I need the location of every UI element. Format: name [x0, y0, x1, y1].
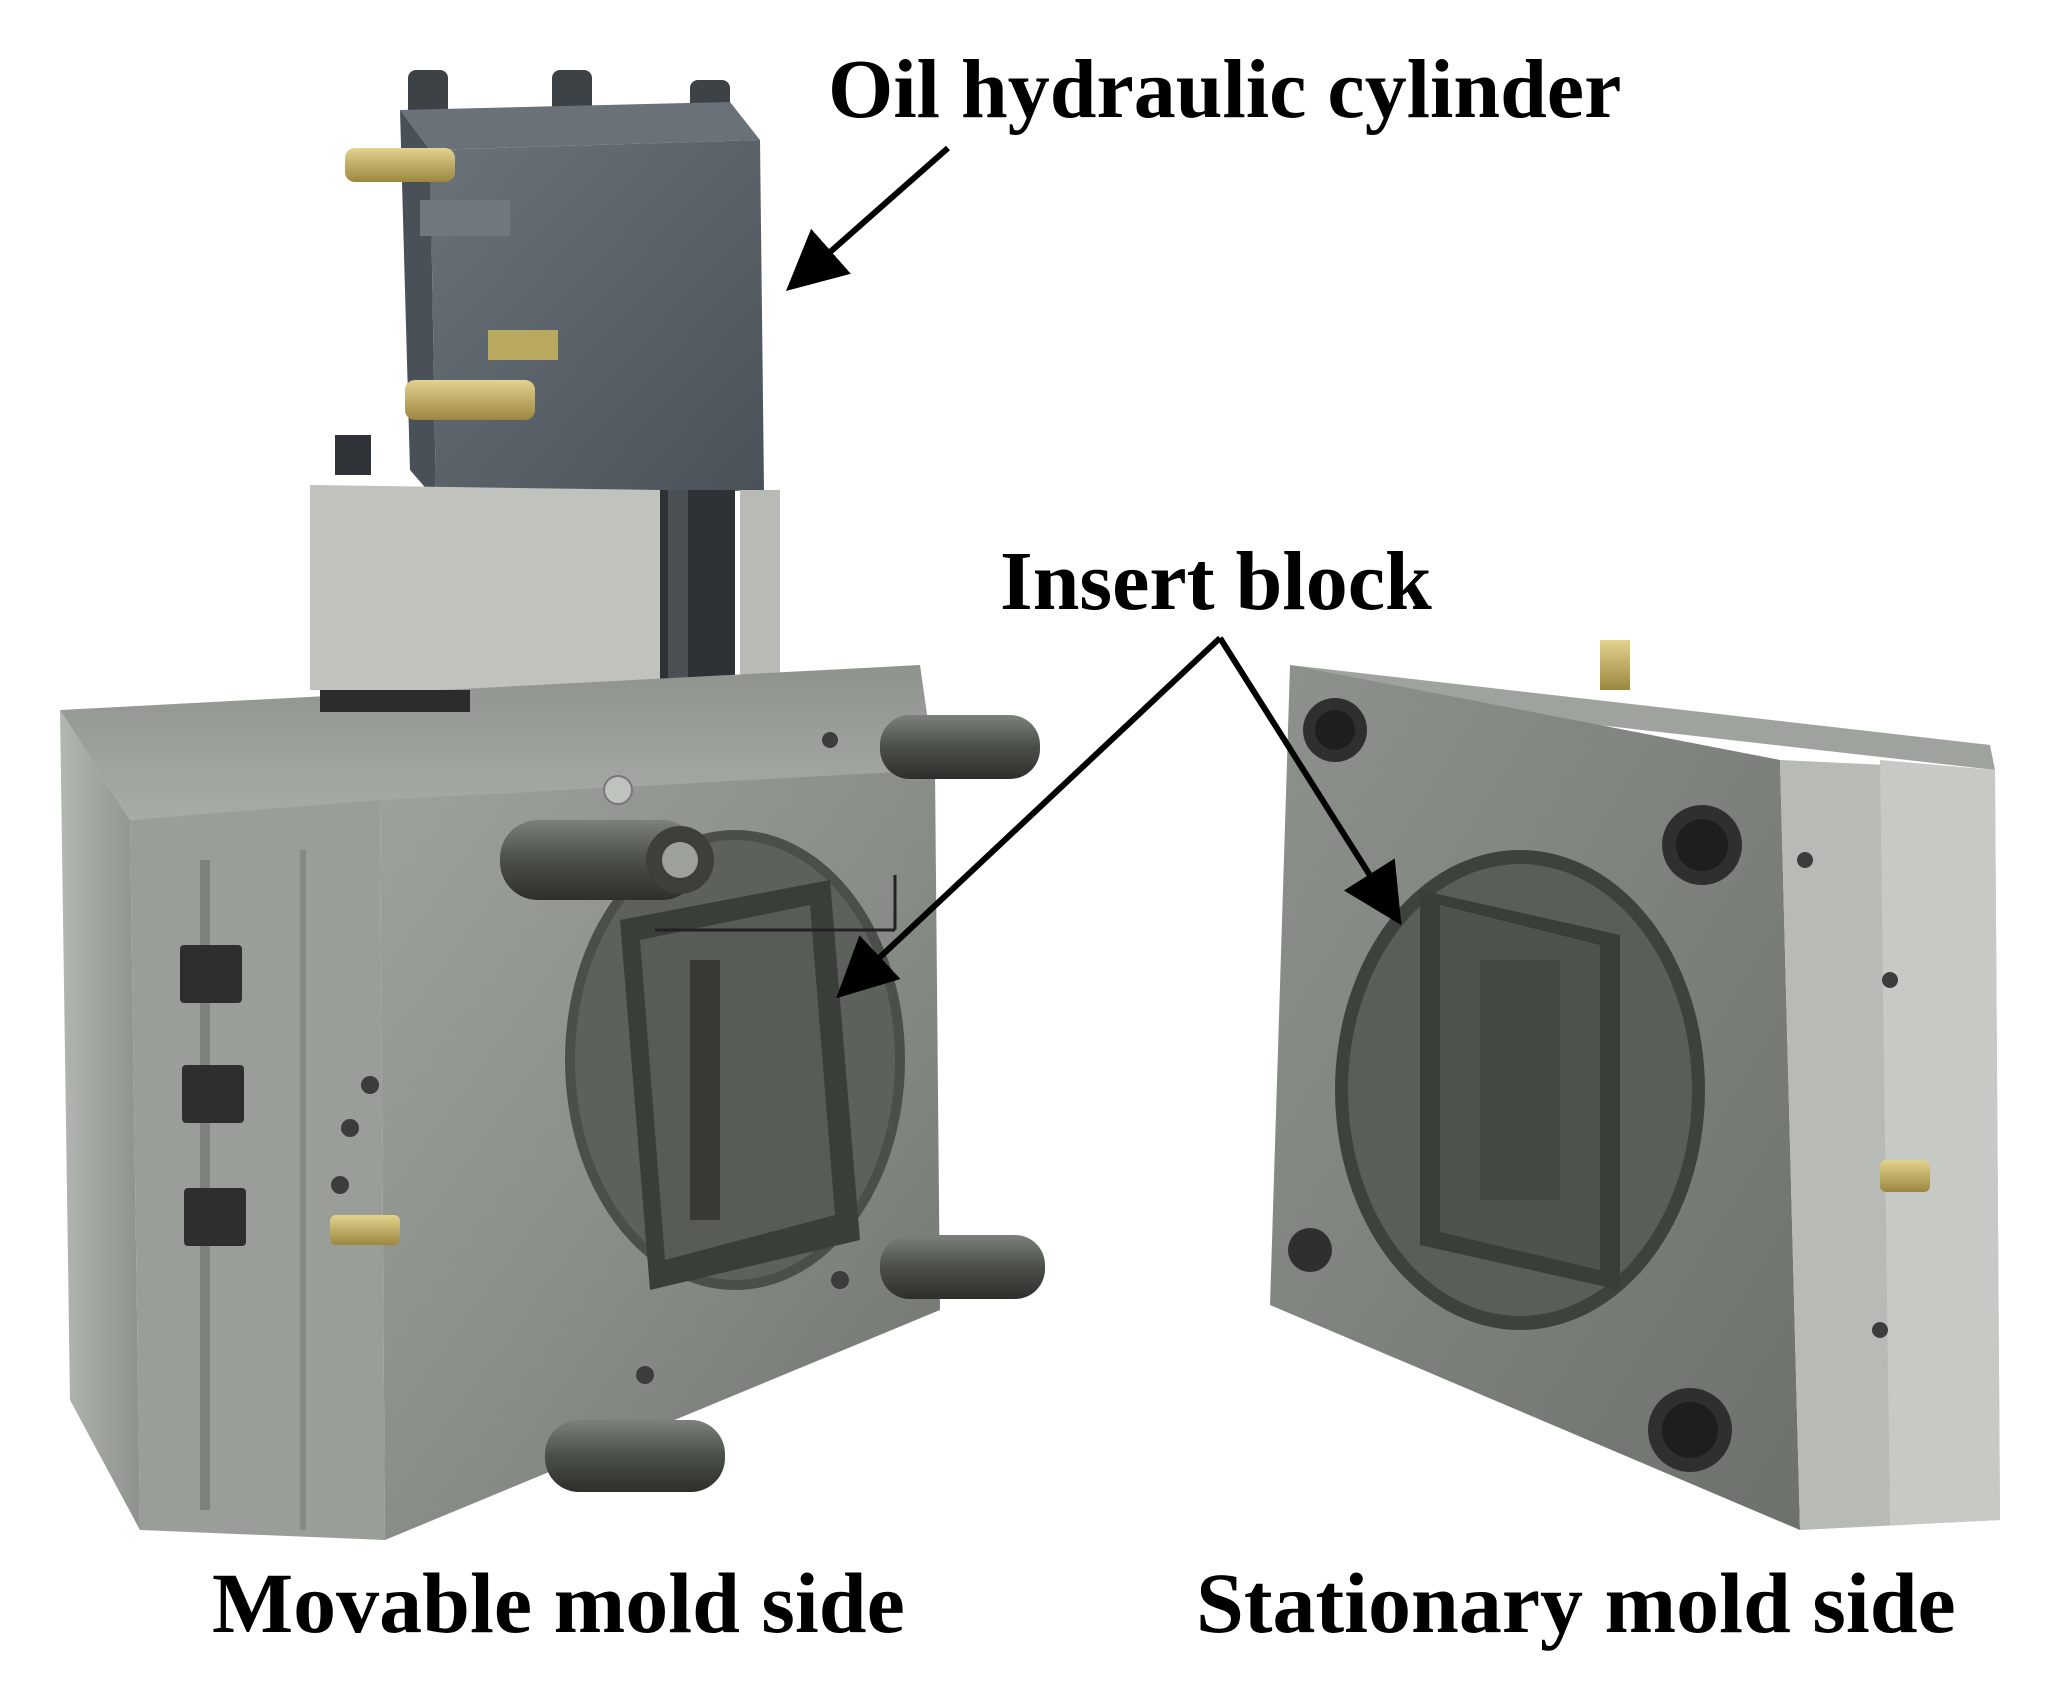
oil-hydraulic-cylinder-label: Oil hydraulic cylinder: [828, 43, 1622, 136]
arrow-to-cylinder: [786, 145, 950, 291]
stationary-mold-side-label: Stationary mold side: [1196, 1555, 1956, 1651]
stationary-mold: [1270, 640, 2000, 1530]
insert-block-label: Insert block: [1000, 535, 1432, 628]
guide-pins: [500, 715, 1045, 1492]
arrow-to-insert-stationary: [1217, 636, 1402, 926]
hydraulic-cylinder: [335, 70, 764, 700]
arrow-to-insert-movable: [836, 635, 1223, 999]
annotation-arrows: [786, 145, 1402, 999]
movable-mold: [60, 70, 1045, 1540]
movable-mold-side-label: Movable mold side: [212, 1555, 905, 1651]
